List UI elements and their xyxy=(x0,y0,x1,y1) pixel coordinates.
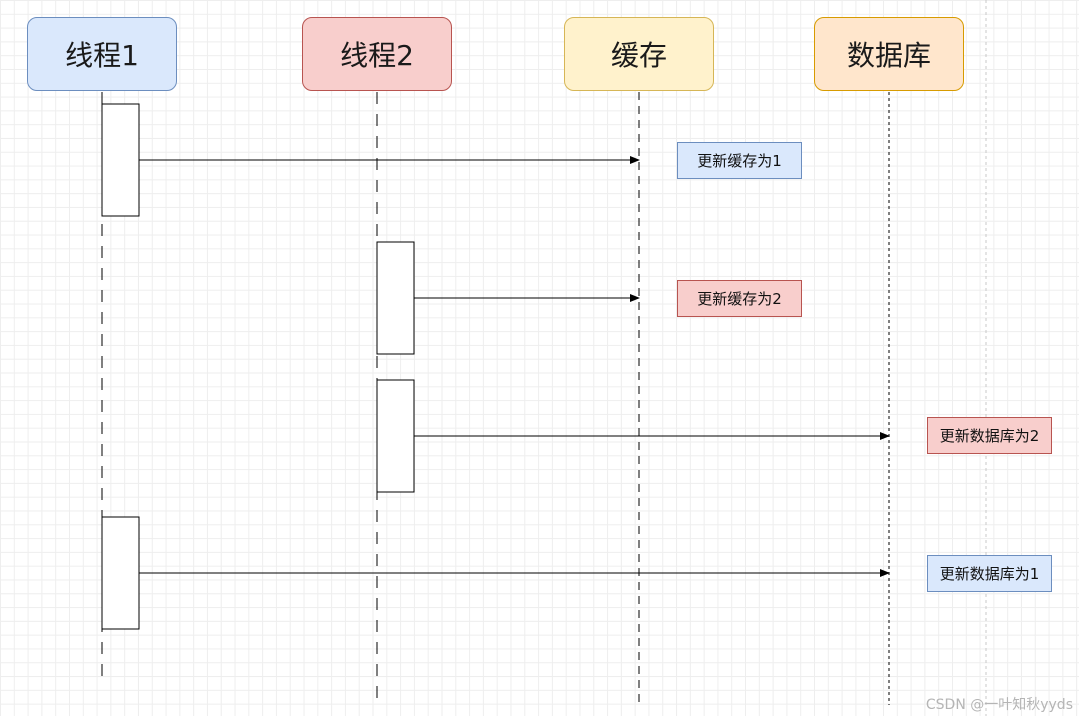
activation-thread2-1 xyxy=(376,241,415,355)
activation-thread2-2 xyxy=(376,379,415,493)
note-update-cache-1: 更新缓存为1 xyxy=(677,142,802,179)
participant-thread2: 线程2 xyxy=(302,17,452,91)
participant-database: 数据库 xyxy=(814,17,964,91)
note-update-cache-2: 更新缓存为2 xyxy=(677,280,802,317)
note-update-database-2: 更新数据库为2 xyxy=(927,417,1052,454)
activation-thread1-2 xyxy=(101,516,140,630)
participant-thread1: 线程1 xyxy=(27,17,177,91)
activation-thread1-1 xyxy=(101,103,140,217)
participant-cache: 缓存 xyxy=(564,17,714,91)
note-update-database-1: 更新数据库为1 xyxy=(927,555,1052,592)
watermark: CSDN @一叶知秋yyds xyxy=(925,697,1073,713)
